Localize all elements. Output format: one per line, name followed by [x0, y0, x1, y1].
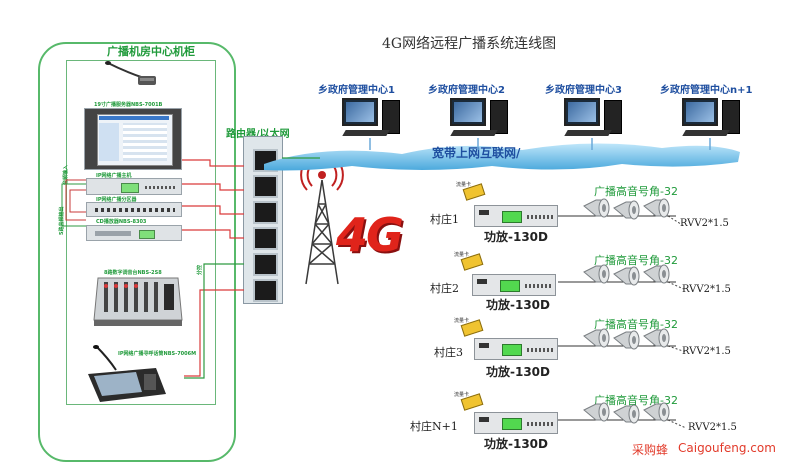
- computer-icon: [340, 96, 400, 140]
- computer-keyboard: [342, 130, 390, 136]
- router-port: [253, 201, 278, 224]
- device-label-server: 19寸广播服务器NBS-7001B: [94, 102, 163, 108]
- device-label-cd: CD播放器NBS-8303: [96, 219, 147, 225]
- device-label-host: IP网络广播主机: [96, 173, 132, 179]
- amplifier-label-3: 功放-130D: [486, 365, 550, 379]
- horn-label-3: 广播高音号角-32: [594, 318, 678, 331]
- computer-tower: [722, 100, 740, 134]
- server-screen-panel: [99, 123, 119, 161]
- amplifier-unit: [472, 274, 556, 296]
- village-label-4: 村庄N+1: [410, 420, 458, 433]
- center-label-3: 乡政府管理中心3: [545, 85, 622, 96]
- watermark-cn: 采购蜂: [632, 443, 669, 457]
- amplifier-label-4: 功放-130D: [484, 437, 548, 451]
- device-label-mixer: 8路数字调音台NBS-2S8: [104, 270, 162, 276]
- host-knobs: [145, 186, 177, 189]
- zone-leds: [95, 208, 175, 212]
- paging-microphone-icon: [88, 345, 166, 402]
- router-port: [253, 175, 278, 198]
- server-screen-grid: [123, 123, 167, 161]
- internet-cloud: [264, 143, 740, 171]
- computer-tower: [604, 100, 622, 134]
- watermark-en: Caigoufeng.com: [678, 441, 776, 455]
- computer-screen: [450, 98, 486, 126]
- router-port: [253, 279, 278, 302]
- computer-keyboard: [450, 130, 498, 136]
- horn-label-2: 广播高音号角-32: [594, 254, 678, 267]
- host-lcd: [121, 183, 139, 193]
- cable-label-1: RVV2*1.5: [680, 218, 729, 229]
- amplifier-unit: [474, 338, 558, 360]
- amplifier-label-2: 功放-130D: [486, 298, 550, 312]
- cabinet-frame: [38, 42, 236, 462]
- server-unit: [84, 108, 182, 170]
- badge-4g: 4G: [336, 208, 404, 262]
- cd-lcd: [139, 230, 155, 239]
- cabinet-left-wires: [61, 179, 86, 227]
- horn-speakers: [558, 198, 687, 429]
- cable-label-2: RVV2*1.5: [682, 284, 731, 295]
- cabinet-inner: [66, 60, 216, 405]
- amplifier-label-1: 功放-130D: [484, 230, 548, 244]
- cabinet-title: 广播机房中心机柜: [107, 45, 195, 58]
- amplifier-unit: [474, 205, 558, 227]
- computer-keyboard: [564, 130, 612, 136]
- sim-card-label: 流量卡: [454, 252, 470, 258]
- router-port: [253, 227, 278, 250]
- center-label-2: 乡政府管理中心2: [428, 85, 505, 96]
- computer-screen: [564, 98, 600, 126]
- computer-screen: [682, 98, 718, 126]
- server-screen-bar: [99, 116, 169, 120]
- router-port: [253, 253, 278, 276]
- sim-card-label: 流量卡: [456, 182, 472, 188]
- cable-label-4: RVV2*1.5: [688, 422, 737, 433]
- computer-tower: [490, 100, 508, 134]
- router-label: 路由器/以太网: [226, 129, 290, 140]
- center-cloud-wires: [369, 138, 711, 150]
- diagram-title: 4G网络远程广播系统连线图: [382, 36, 557, 52]
- computer-icon: [562, 96, 622, 140]
- center-label-1: 乡政府管理中心1: [318, 85, 395, 96]
- computer-icon: [448, 96, 508, 140]
- cd-tray: [95, 231, 131, 236]
- amplifier-unit: [474, 412, 558, 434]
- center-label-4: 乡政府管理中心n+1: [660, 85, 753, 96]
- village-label-3: 村庄3: [434, 346, 463, 359]
- village-label-1: 村庄1: [430, 213, 459, 226]
- device-label-paging: IP网络广播寻呼话筒NBS-7006M: [118, 351, 197, 357]
- cabinet-router-wires: [182, 159, 244, 379]
- computer-icon: [680, 96, 740, 140]
- village-label-2: 村庄2: [430, 282, 459, 295]
- host-unit: [86, 178, 182, 195]
- computer-screen: [342, 98, 378, 126]
- microphone-icon: [105, 61, 156, 85]
- cd-unit: [86, 225, 182, 241]
- zone-unit: [86, 202, 182, 217]
- sim-card-label: 流量卡: [454, 392, 470, 398]
- internet-label: 宽带上网互联网/: [432, 146, 521, 160]
- sim-card-label: 流量卡: [454, 318, 470, 324]
- computer-tower: [382, 100, 400, 134]
- mixer-icon: [93, 277, 183, 326]
- cable-label-3: RVV2*1.5: [682, 346, 731, 357]
- device-label-zone: IP网络广播分区器: [96, 197, 137, 203]
- horn-label-1: 广播高音号角-32: [594, 185, 678, 198]
- computer-keyboard: [682, 130, 730, 136]
- router-cloud-wire: [282, 157, 320, 159]
